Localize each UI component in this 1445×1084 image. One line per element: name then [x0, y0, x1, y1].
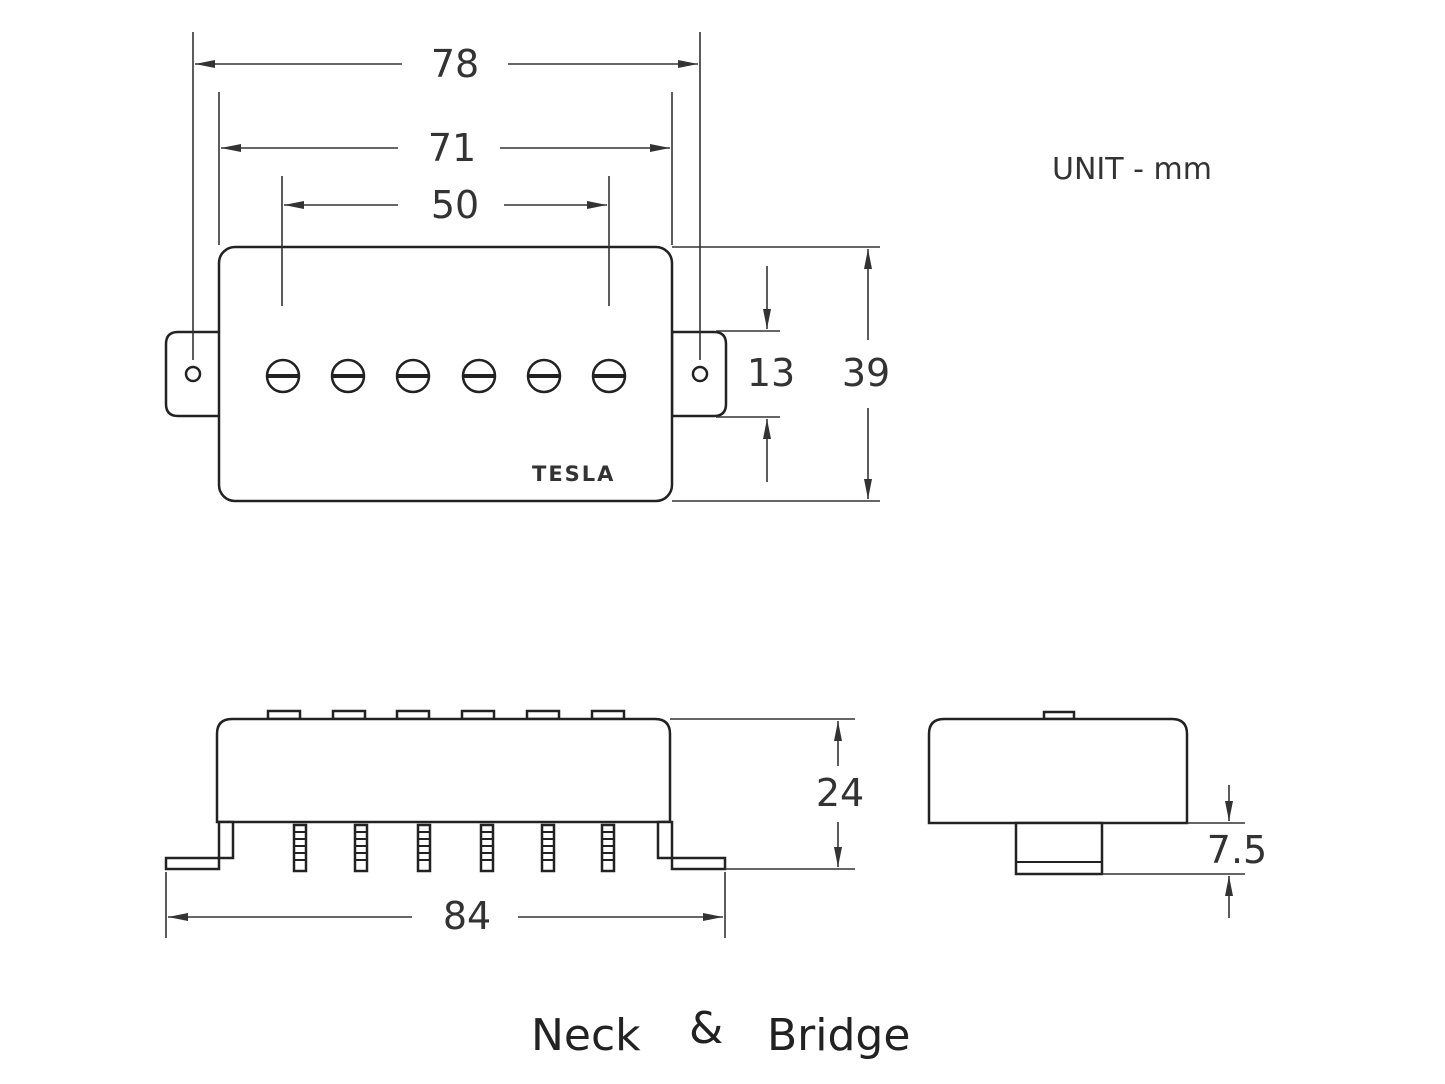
cover-side: [215, 717, 672, 824]
dimension-leg-height: 7.5: [1207, 785, 1267, 918]
dimension-cover-width: 71: [221, 126, 670, 170]
caption-neck: Neck: [531, 1010, 641, 1061]
svg-text:71: 71: [428, 126, 476, 170]
brand-logo: TESLA: [532, 462, 615, 486]
side-base-block: [1014, 821, 1104, 876]
caption: Neck & Bridge: [531, 1003, 910, 1061]
svg-text:84: 84: [443, 894, 491, 938]
svg-text:24: 24: [816, 771, 864, 815]
screw: [479, 823, 495, 873]
screw: [292, 823, 308, 873]
svg-text:50: 50: [431, 183, 479, 227]
pickup-cover: [217, 245, 674, 503]
side-view: 7.5: [927, 710, 1267, 918]
left-screw-hole: [184, 365, 202, 383]
dimension-base-width: 84: [168, 894, 723, 938]
pole-piece: [265, 358, 301, 394]
side-cover: [927, 717, 1189, 825]
front-view: 24 84: [164, 709, 864, 938]
svg-text:78: 78: [431, 42, 479, 86]
pole-piece: [461, 358, 497, 394]
svg-text:13: 13: [747, 351, 795, 395]
dimension-pole-height: 13: [747, 266, 795, 482]
screw: [416, 823, 432, 873]
right-screw-hole: [691, 365, 709, 383]
base-plate-right: [656, 820, 727, 871]
base-plate-left: [164, 820, 235, 871]
svg-text:7.5: 7.5: [1207, 828, 1267, 872]
pole-piece: [526, 358, 562, 394]
unit-label: UNIT - mm: [1052, 152, 1212, 187]
caption-ampersand: &: [689, 1003, 723, 1054]
pole-piece: [330, 358, 366, 394]
dimension-cover-height: 39: [842, 249, 890, 499]
screw: [540, 823, 556, 873]
svg-text:39: 39: [842, 351, 890, 395]
screw: [353, 823, 369, 873]
dimension-side-height: 24: [816, 721, 864, 867]
dimension-overall-width: 78: [195, 42, 698, 86]
adjustment-screws: [292, 823, 616, 873]
pole-piece: [591, 358, 627, 394]
pole-piece: [395, 358, 431, 394]
dimension-pole-spacing: 50: [284, 183, 607, 227]
screw: [600, 823, 616, 873]
top-view: TESLA 78 71 50: [164, 32, 890, 503]
pole-pieces: [265, 358, 627, 394]
caption-bridge: Bridge: [767, 1010, 910, 1061]
